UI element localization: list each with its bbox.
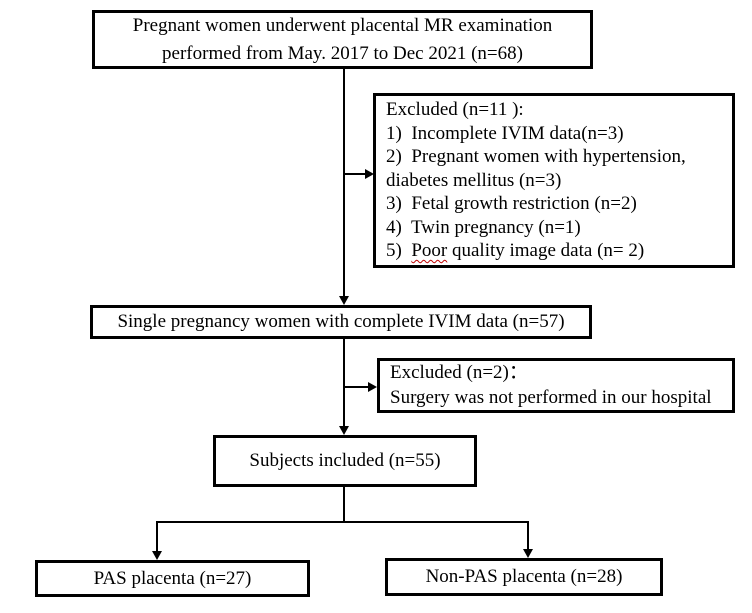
top-box: Pregnant women underwent placental MR ex… <box>92 10 593 69</box>
connector-subjects-stem-line <box>343 487 345 523</box>
connector-top-to-ivim-line <box>343 69 345 297</box>
excluded-1-item-3: 3) Fetal growth restriction (n=2) <box>386 193 637 214</box>
top-box-line-2: performed from May. 2017 to Dec 2021 (n=… <box>162 42 523 64</box>
connector-to-pas-line <box>156 521 158 552</box>
connector-branch-excluded-2-line <box>344 386 369 388</box>
arrowhead-down-to-nonpas-icon <box>523 549 533 558</box>
non-pas-placenta-text: Non-PAS placenta (n=28) <box>425 566 623 587</box>
excluded-1-item-4: 4) Twin pregnancy (n=1) <box>386 216 581 238</box>
arrowhead-down-to-ivim-icon <box>339 296 349 305</box>
arrowhead-right-excluded-2-icon <box>368 382 377 392</box>
connector-ivim-to-subjects-line <box>343 339 345 427</box>
excluded-2-title: Excluded (n=2)： <box>390 362 528 383</box>
arrowhead-down-to-pas-icon <box>152 551 162 560</box>
non-pas-placenta-box: Non-PAS placenta (n=28) <box>385 558 663 596</box>
arrowhead-down-to-subjects-icon <box>339 426 349 435</box>
excluded-1-item-5-misspelled-word: Poor <box>411 240 448 261</box>
subjects-included-text: Subjects included (n=55) <box>249 450 441 471</box>
arrowhead-right-excluded-1-icon <box>365 169 374 179</box>
excluded-box-1: Excluded (n=11 ): 1) Incomplete IVIM dat… <box>373 93 735 268</box>
pas-placenta-box: PAS placenta (n=27) <box>35 560 310 597</box>
excluded-2-reason: Surgery was not performed in our hospita… <box>390 386 712 408</box>
excluded-1-title: Excluded (n=11 ): <box>386 99 524 120</box>
connector-split-horizontal-line <box>156 521 529 523</box>
pas-placenta-text: PAS placenta (n=27) <box>93 567 252 589</box>
excluded-1-item-5-prefix: 5) <box>386 240 412 261</box>
connector-to-nonpas-line <box>527 521 529 550</box>
excluded-box-2: Excluded (n=2)： Surgery was not performe… <box>377 358 735 413</box>
ivim-complete-box: Single pregnancy women with complete IVI… <box>90 305 592 339</box>
top-box-line-1: Pregnant women underwent placental MR ex… <box>132 14 553 36</box>
excluded-1-item-5: 5) Poor quality image data (n= 2) <box>386 239 722 263</box>
ivim-complete-text: Single pregnancy women with complete IVI… <box>117 311 565 332</box>
excluded-1-item-2-cont: diabetes mellitus (n=3) <box>386 169 562 191</box>
subjects-included-box: Subjects included (n=55) <box>213 435 477 487</box>
excluded-1-item-2: 2) Pregnant women with hypertension, <box>386 146 686 167</box>
excluded-1-item-5-rest: quality image data (n= 2) <box>447 240 645 261</box>
connector-branch-excluded-1-line <box>344 173 366 175</box>
excluded-1-item-1: 1) Incomplete IVIM data(n=3) <box>386 122 624 144</box>
